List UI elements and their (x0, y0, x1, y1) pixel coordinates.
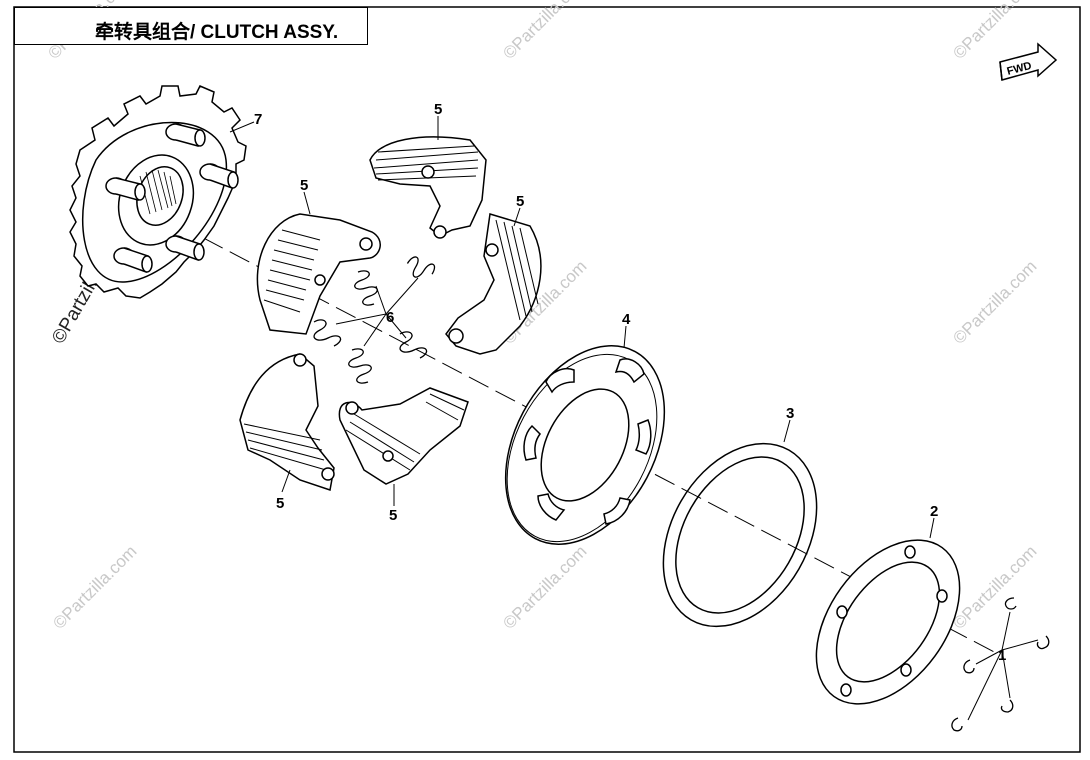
fwd-arrow-icon: FWD (999, 42, 1058, 81)
watermark: ©Partzilla.com (49, 542, 140, 633)
callout-4: 4 (622, 311, 631, 328)
callout-5: 5 (516, 193, 524, 210)
stud-bolt (165, 235, 205, 262)
title-box: 牵转具组合/ CLUTCH ASSY. (14, 7, 368, 45)
stud-bolt (105, 177, 146, 201)
callout-6: 6 (386, 309, 394, 326)
circlip-part-1 (951, 597, 1050, 732)
stud-bolt (165, 123, 206, 147)
stud-bolt (199, 163, 239, 190)
washer-plate-part-2 (815, 539, 961, 705)
page-title: 牵转具组合/ CLUTCH ASSY. (95, 22, 339, 43)
callout-5: 5 (434, 101, 442, 118)
callout-2: 2 (930, 503, 938, 520)
watermark: ©Partzilla.com (499, 0, 590, 63)
callout-7: 7 (254, 111, 262, 128)
watermark: ©Partzilla.com (949, 257, 1040, 348)
friction-ring-part-3 (662, 442, 818, 628)
callout-5: 5 (389, 507, 397, 524)
clutch-shoe-part-5 (369, 136, 487, 239)
watermark: ©Partzilla.com (499, 542, 590, 633)
spring-part-6 (313, 256, 436, 384)
leader-lines (229, 116, 1039, 721)
clutch-plate-part-4 (504, 345, 666, 545)
callouts: 7 5 5 5 5 5 6 4 3 2 1 (254, 101, 1006, 664)
stud-bolt (113, 247, 153, 274)
callout-1: 1 (998, 647, 1006, 664)
diagram-border (13, 6, 1081, 753)
callout-5: 5 (300, 177, 308, 194)
callout-3: 3 (786, 405, 794, 422)
clutch-shoe-part-5 (239, 353, 335, 491)
watermark: ©Partzilla.com (949, 542, 1040, 633)
clutch-shoe-part-5 (445, 213, 542, 355)
drive-plate-part-7 (69, 85, 247, 299)
callout-5: 5 (276, 495, 284, 512)
clutch-shoe-part-5 (256, 213, 381, 335)
clutch-shoe-part-5 (338, 387, 469, 485)
watermark: ©Partzilla.com (949, 0, 1040, 63)
